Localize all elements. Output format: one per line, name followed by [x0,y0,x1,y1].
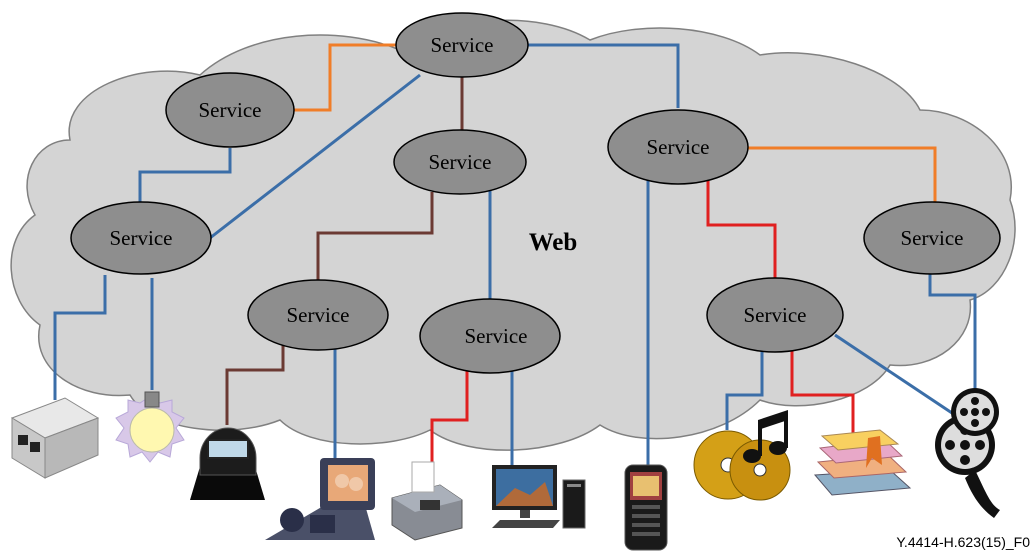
books-icon [813,429,912,496]
service-label: Service [744,303,807,327]
link-orange-right [748,146,937,205]
connection-lines [53,43,977,470]
link-blue-film-diag [834,333,956,417]
service-label: Service [429,150,492,174]
service-label: Service [199,98,262,122]
service-node: Service [419,298,561,374]
link-blue-top-right [528,43,680,108]
service-node: Service [393,129,527,195]
desktop-computer-icon [492,465,586,529]
service-node: Service [607,109,749,185]
service-nodes: Service Service Service Service Service … [70,12,1001,374]
link-blue-music [725,345,764,430]
sensor-meter-icon [190,427,265,500]
service-node: Service [165,72,295,148]
service-label: Service [647,135,710,159]
music-cd-icon [693,410,791,501]
mobile-phone-icon [624,464,668,551]
service-label: Service [465,324,528,348]
link-orange-top [294,43,400,112]
service-node: Service [706,277,844,353]
link-red-books [790,350,855,440]
light-bulb-icon [115,391,185,463]
link-blue-diagonal [209,73,421,240]
link-blue-left-top [138,148,232,205]
link-blue-left-box [53,275,107,400]
service-label: Service [287,303,350,327]
fax-machine-icon [391,461,463,541]
service-node: Service [247,279,389,351]
link-red-fax [430,365,469,470]
link-red-right-top [706,180,777,280]
network-box-icon [10,397,100,479]
service-node: Service [863,201,1001,275]
cloud-label: Web [529,229,578,256]
service-label: Service [431,33,494,57]
devices [10,388,1000,551]
link-blue-film-right [928,272,977,400]
service-label: Service [901,226,964,250]
figure-id: Y.4414-H.623(15)_F0 [896,534,1030,550]
film-reel-icon [935,388,1000,518]
link-brown-low [225,345,285,425]
link-brown-mid [316,192,434,285]
service-node: Service [395,12,529,78]
service-label: Service [110,226,173,250]
service-node: Service [70,201,212,275]
video-phone-icon [265,458,375,540]
